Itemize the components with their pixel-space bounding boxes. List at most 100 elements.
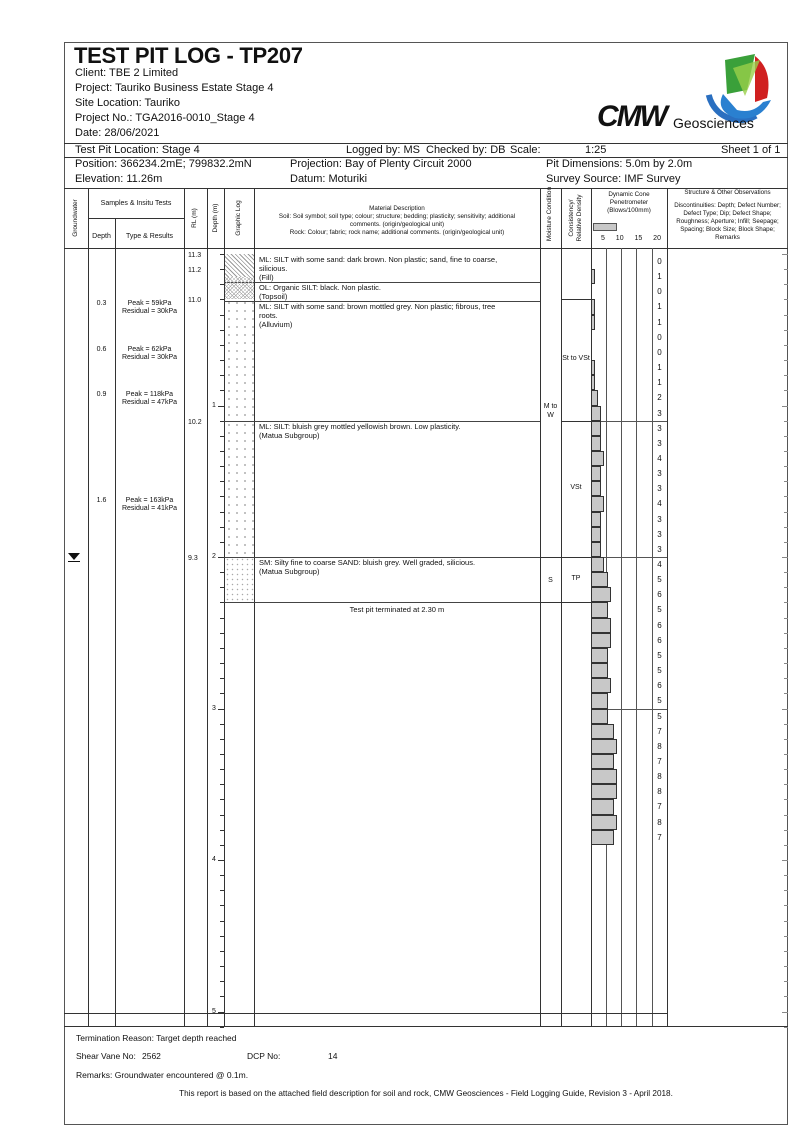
sample-result-residual: Residual = 30kPa [121,353,178,361]
dcp-bar [591,572,608,588]
structure-tick [784,360,788,362]
divider [64,157,788,158]
structure-tick [784,481,788,483]
termination-note: Test pit terminated at 2.30 m [349,605,445,615]
graphic-log-dot [225,557,254,603]
projection: Projection: Bay of Plenty Circuit 2000 [290,158,472,170]
depth-tick [220,663,224,665]
dcp-value: 5 [657,650,662,660]
depth-tick [220,723,224,725]
sample-result-peak: Peak = 59kPa [127,300,172,308]
depth-tick [220,678,224,680]
dcp-value: 0 [657,347,662,357]
dcp-value: 0 [657,332,662,342]
structure-tick [784,1026,788,1028]
sample-result-peak: Peak = 163kPa [125,497,174,505]
structure-tick [784,663,788,665]
shear-vane-label: Shear Vane No: [76,1051,136,1061]
structure-tick [784,496,788,498]
dcp-bar [591,602,608,618]
depth-tick [220,996,224,998]
depth-tick [220,602,224,604]
divider [64,143,788,144]
dcp-bar [591,769,617,785]
dcp-value: 6 [657,635,662,645]
dcp-value: 6 [657,681,662,691]
dcp-scale-5: 5 [601,235,605,242]
depth-tick [220,844,224,846]
structure-tick [784,375,788,377]
dcp-label: DCP No: [247,1051,281,1061]
dcp-bar [591,466,602,482]
depth-tick [220,496,224,498]
sample-result-peak: Peak = 62kPa [127,345,172,353]
depth-tick [218,860,224,861]
dcp-bar [591,269,596,285]
moisture-boundary [540,557,561,558]
depth-label: 3 [212,704,216,712]
depth-tick [220,269,224,271]
material-rock: Rock: Colour; fabric; rock name; additio… [289,229,505,236]
structure-tick [784,890,788,892]
dcp-bar [591,784,617,800]
groundwater-marker-line [68,561,80,562]
depth-tick [220,647,224,649]
structure-tick [784,738,788,740]
layer-description: silicious. [259,264,288,273]
depth-tick [220,511,224,513]
elevation: Elevation: 11.26m [75,173,163,185]
depth-tick [220,254,224,255]
layer-boundary [224,602,540,604]
layer-description: ML: SILT with some sand: dark brown. Non… [259,255,498,264]
depth-tick [220,329,224,331]
dcp-scale-20: 20 [653,235,661,242]
structure-tick [784,617,788,619]
dcp-bar [591,708,608,724]
company-logo: CMW Geosciences [595,50,785,140]
depth-tick [220,784,224,786]
structure-tick [784,587,788,589]
dcp-bar [591,526,602,542]
structure-tick [784,678,788,680]
sample-depth: 0.9 [96,391,107,399]
rl-label: 10.2 [188,418,202,426]
layer-description: (Topsoil) [259,292,288,301]
structure-tick [784,435,788,437]
col-line [667,188,668,1026]
consistency-boundary [561,557,591,558]
sample-result-residual: Residual = 47kPa [121,399,178,407]
dcp-value: 3 [657,408,662,418]
dcp-bar [591,511,602,527]
consistency-boundary [561,299,591,301]
depth-tick [220,466,224,468]
depth-tick [220,420,224,422]
structure-tick [784,769,788,771]
structure-tick [782,254,788,255]
dcp-scale-10: 10 [615,235,624,242]
graphic-log-x [225,299,254,421]
depth-tick [220,390,224,392]
col-groundwater: Groundwater [72,199,79,237]
layer-boundary [224,557,540,558]
scale-label: Scale: [510,144,541,156]
dcp-value: 3 [657,514,662,524]
termination-reason: Termination Reason: Target depth reached [76,1033,237,1043]
depth-tick [220,617,224,619]
structure-tick [782,708,788,710]
layer-description: ML: SILT with some sand: brown mottled g… [259,302,496,311]
dcp-bar [591,405,602,421]
depth-tick [220,435,224,437]
structure-tick [784,647,788,649]
dcp-bar [591,723,614,739]
dcp-value: 0 [657,287,662,297]
survey-source: Survey Source: IMF Survey [546,173,681,185]
col-graphic-log: Graphic Log [235,200,242,236]
structure-tick [784,269,788,271]
depth-tick [220,360,224,362]
structure-tick [784,920,788,922]
depth-tick [220,966,224,968]
col-line [184,188,185,1026]
structure-tick [784,390,788,392]
dcp-bar [591,814,617,830]
structure-tick [782,557,788,558]
